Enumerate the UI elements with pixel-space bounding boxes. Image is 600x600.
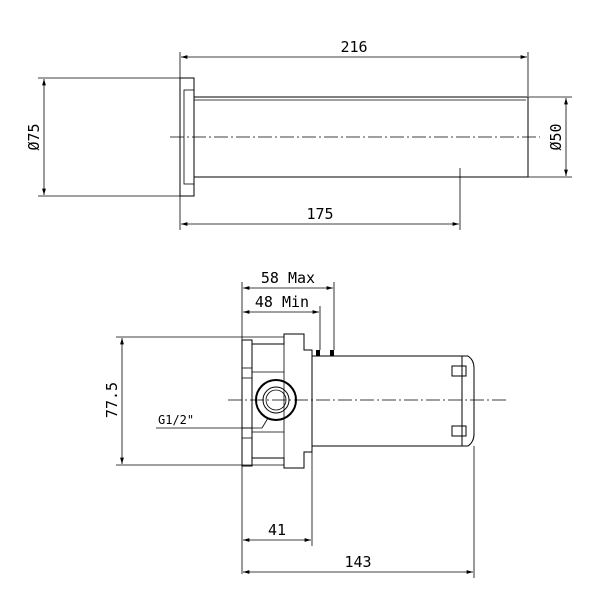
box-main-body xyxy=(251,333,313,469)
dim-label-body-length: 175 xyxy=(306,205,333,223)
dim-label-depth-max: 58 Max xyxy=(261,269,315,287)
cap-clip xyxy=(451,365,467,377)
box-left-tab xyxy=(241,367,253,379)
cap-clip xyxy=(451,425,467,437)
dim-label-spout-diameter: Ø50 xyxy=(547,123,565,150)
dim-label-overall-length: 216 xyxy=(340,38,367,56)
dim-label-body-depth: 41 xyxy=(268,521,286,539)
depth-marker xyxy=(330,350,334,356)
thread-label: G1/2" xyxy=(158,413,194,427)
spout-side-view: 216 175 Ø75 Ø50 xyxy=(25,38,572,230)
thread-leader-tip xyxy=(261,417,269,429)
box-side-view: 58 Max 48 Min 77.5 G1/2" 41 143 xyxy=(103,269,508,578)
box-cap xyxy=(461,355,475,447)
dim-label-height: 77.5 xyxy=(103,382,121,418)
depth-marker xyxy=(316,350,320,356)
box-left-plate xyxy=(241,339,253,467)
box-left-tab xyxy=(241,427,253,439)
dim-label-depth-min: 48 Min xyxy=(255,293,309,311)
dim-label-total-depth: 143 xyxy=(344,553,371,571)
dim-label-flange-diameter: Ø75 xyxy=(25,123,43,150)
box-sleeve xyxy=(312,355,463,447)
